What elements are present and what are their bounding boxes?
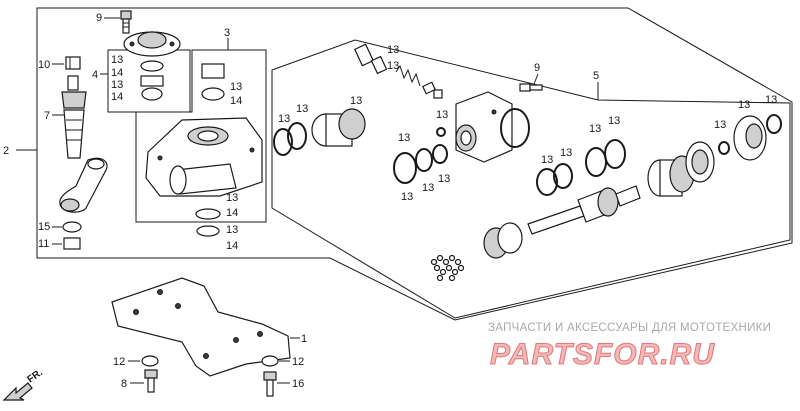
callout-13-mid-c: 13 (438, 173, 450, 185)
callout-13-ring-a: 13 (296, 103, 308, 115)
callout-13-valve-c: 13 (436, 109, 448, 121)
callout-13-r-d: 13 (608, 115, 620, 127)
callout-12-left: 12 (113, 356, 125, 368)
callout-13-r-c: 13 (589, 123, 601, 135)
callout-14-housing-bot2: 14 (226, 240, 238, 252)
bolt-9-top (120, 10, 132, 34)
assembly-outline (36, 7, 793, 321)
callout-15: 15 (38, 221, 50, 233)
callout-14-housing-bot: 14 (226, 207, 238, 219)
bolt-8 (144, 369, 158, 393)
callout-13-r-a: 13 (541, 154, 553, 166)
callout-13-housing-bot2: 13 (226, 224, 238, 236)
callout-13-housing-top: 13 (230, 81, 242, 93)
callout-13-mid-a: 13 (401, 191, 413, 203)
callout-9-top: 9 (96, 12, 102, 24)
cover-bearings (140, 60, 164, 101)
callout-10: 10 (38, 59, 50, 71)
nut-12-right (261, 355, 279, 367)
callout-13-mid-d: 13 (398, 132, 410, 144)
callout-16: 16 (292, 378, 304, 390)
callout-13-valve-a: 13 (387, 44, 399, 56)
front-arrow-icon (2, 382, 33, 401)
mount-bracket (111, 277, 291, 377)
callout-13-mid-b: 13 (422, 182, 434, 194)
callout-13-housing-bot: 13 (226, 192, 238, 204)
nut-10 (65, 56, 81, 70)
callout-12-right: 12 (292, 356, 304, 368)
callout-8: 8 (121, 378, 127, 390)
washer-15 (62, 221, 82, 233)
housing-bearings (195, 63, 225, 237)
sector-shaft-7 (61, 75, 87, 159)
callout-13-cover: 13 (111, 54, 123, 66)
callout-11: 11 (38, 238, 49, 250)
callout-13-bearing: 13 (714, 119, 726, 131)
callout-14-cover: 14 (111, 67, 123, 79)
watermark-tagline: ЗАПЧАСТИ И АКСЕССУАРЫ ДЛЯ МОТОТЕХНИКИ (488, 322, 771, 334)
leader-9-valve (533, 73, 539, 85)
callout-13-ring-b: 13 (278, 113, 290, 125)
callout-13-ring-c: 13 (350, 95, 362, 107)
callout-7: 7 (44, 110, 50, 122)
watermark-brand: PARTSFOR.RU (490, 338, 715, 371)
worm-shaft (527, 185, 641, 235)
ball-bearing-left (483, 222, 523, 259)
seal-rings-left (273, 108, 366, 156)
top-cover (123, 31, 181, 57)
pitman-arm (59, 157, 108, 213)
gear-housing-outline (135, 49, 267, 223)
callout-3: 3 (224, 27, 230, 39)
bolt-16 (263, 371, 277, 397)
callout-13-r-b: 13 (560, 147, 572, 159)
callout-9-valve: 9 (534, 62, 540, 74)
callout-13-cover-b: 13 (111, 79, 123, 91)
valve-body (455, 91, 530, 163)
callout-14-housing-top: 14 (230, 95, 242, 107)
gear-housing (145, 117, 263, 197)
valve-group-outline (271, 39, 791, 319)
callout-13-valve-b: 13 (387, 60, 399, 72)
callout-2: 2 (3, 145, 9, 157)
bolt-9-valve (519, 83, 543, 92)
oring-valve (436, 127, 446, 137)
nut-11 (63, 237, 81, 250)
bearing-stack-right (647, 141, 730, 197)
nut-12-left (141, 355, 159, 367)
callout-14-cover-b: 14 (111, 91, 123, 103)
steel-balls (430, 254, 465, 282)
seal-rings-middle (393, 144, 448, 184)
end-cover (733, 114, 782, 161)
callout-13-cap-a: 13 (738, 99, 750, 111)
callout-5: 5 (593, 70, 599, 82)
callout-4: 4 (92, 69, 98, 81)
callout-1: 1 (301, 333, 307, 345)
seal-rings-right (536, 139, 626, 196)
valve-spring (353, 43, 443, 99)
callout-13-cap-b: 13 (765, 94, 777, 106)
